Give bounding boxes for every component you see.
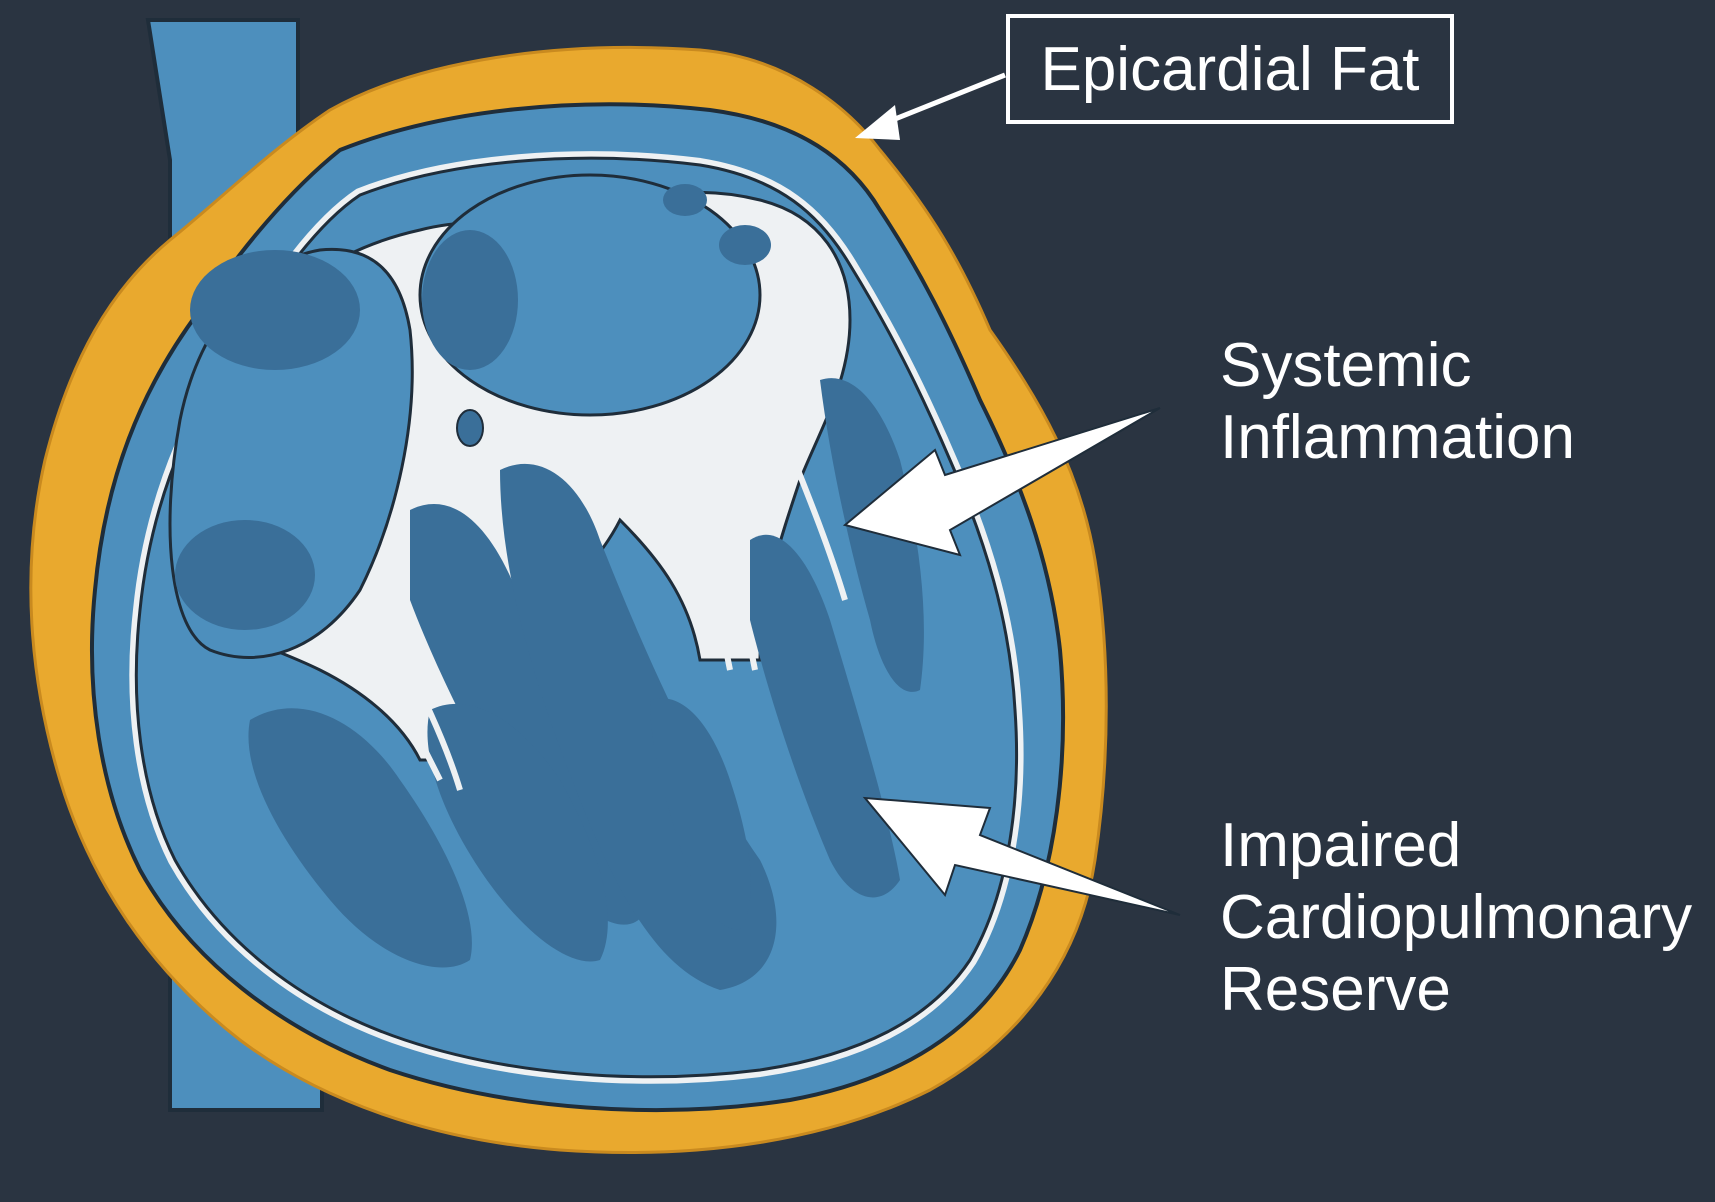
reserve-label-line-1: Impaired bbox=[1220, 810, 1692, 882]
inflammation-label-line-1: Systemic bbox=[1220, 330, 1575, 402]
arrow-epicardial-fat bbox=[855, 75, 1005, 140]
inflammation-label-line-2: Inflammation bbox=[1220, 402, 1575, 474]
epicardial-fat-label-box: Epicardial Fat bbox=[1006, 14, 1454, 124]
epicardial-fat-label: Epicardial Fat bbox=[1040, 34, 1419, 105]
reserve-label-line-3: Reserve bbox=[1220, 954, 1692, 1026]
reserve-label-line-2: Cardiopulmonary bbox=[1220, 882, 1692, 954]
inflammation-label: Systemic Inflammation bbox=[1220, 330, 1575, 474]
reserve-label: Impaired Cardiopulmonary Reserve bbox=[1220, 810, 1692, 1026]
